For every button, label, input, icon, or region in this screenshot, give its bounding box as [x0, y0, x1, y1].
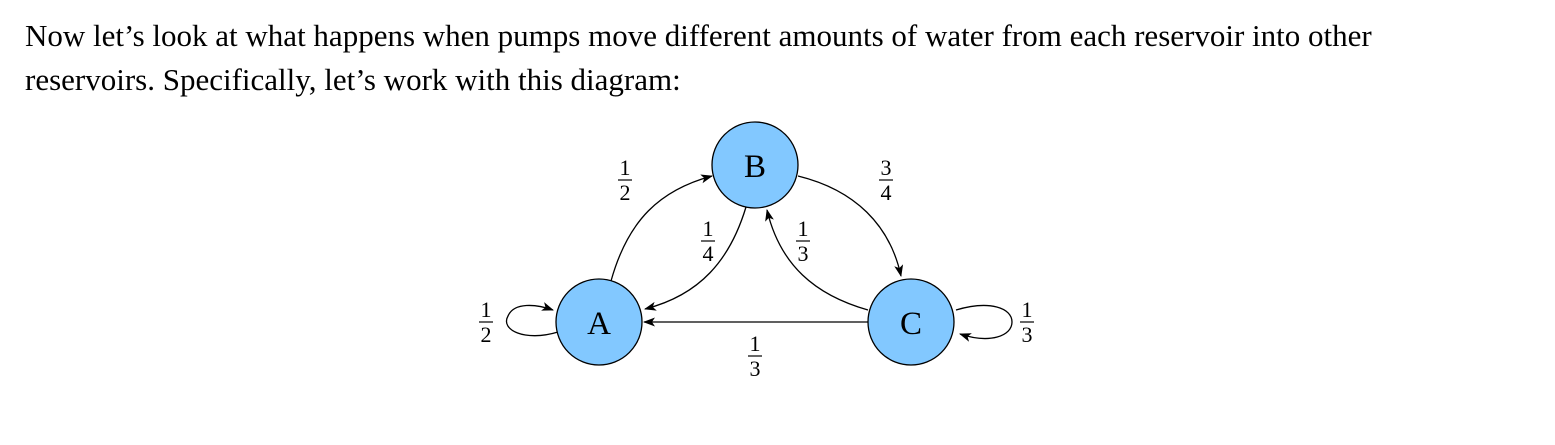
weight-b-to-c-denominator: 4 — [881, 180, 892, 205]
node-c: C — [867, 278, 955, 366]
weight-a-to-b-numerator: 1 — [620, 155, 631, 180]
node-b: B — [711, 121, 799, 209]
weight-a-to-b-denominator: 2 — [620, 180, 631, 205]
weight-b-to-a-numerator: 1 — [703, 216, 714, 241]
weight-b-to-a-denominator: 4 — [703, 241, 714, 266]
intro-line-2: reservoirs. Specifically, let’s work wit… — [25, 62, 681, 97]
weight-c-to-b-numerator: 1 — [798, 216, 809, 241]
node-c-label: C — [900, 306, 922, 342]
edge-b-to-c — [797, 175, 904, 277]
node-a-label: A — [587, 306, 611, 342]
weight-b-to-a: 1 4 — [701, 216, 715, 266]
weight-a-to-a: 1 2 — [479, 297, 493, 347]
weight-c-to-b-denominator: 3 — [798, 241, 809, 266]
node-a: A — [555, 278, 643, 366]
weight-c-to-c: 1 3 — [1020, 297, 1034, 347]
edge-b-to-a — [644, 206, 747, 311]
intro-line-1: Now let’s look at what happens when pump… — [25, 18, 1372, 53]
weight-a-to-a-numerator: 1 — [481, 297, 492, 322]
edge-c-to-c — [955, 304, 1013, 342]
weight-c-to-c-denominator: 3 — [1022, 322, 1033, 347]
node-b-label: B — [744, 149, 766, 185]
weight-b-to-c: 3 4 — [879, 155, 893, 205]
weight-c-to-b: 1 3 — [796, 216, 810, 266]
weight-a-to-a-denominator: 2 — [481, 322, 492, 347]
weight-c-to-a-numerator: 1 — [750, 331, 761, 356]
edge-c-to-b — [765, 209, 869, 311]
weight-c-to-a: 1 3 — [748, 331, 762, 381]
weight-c-to-c-numerator: 1 — [1022, 297, 1033, 322]
edge-a-to-a — [505, 302, 559, 337]
weight-c-to-a-denominator: 3 — [750, 356, 761, 381]
edge-a-to-b — [610, 174, 713, 282]
weight-b-to-c-numerator: 3 — [881, 155, 892, 180]
intro-paragraph: Now let’s look at what happens when pump… — [25, 14, 1535, 102]
weight-a-to-b: 1 2 — [618, 155, 632, 205]
